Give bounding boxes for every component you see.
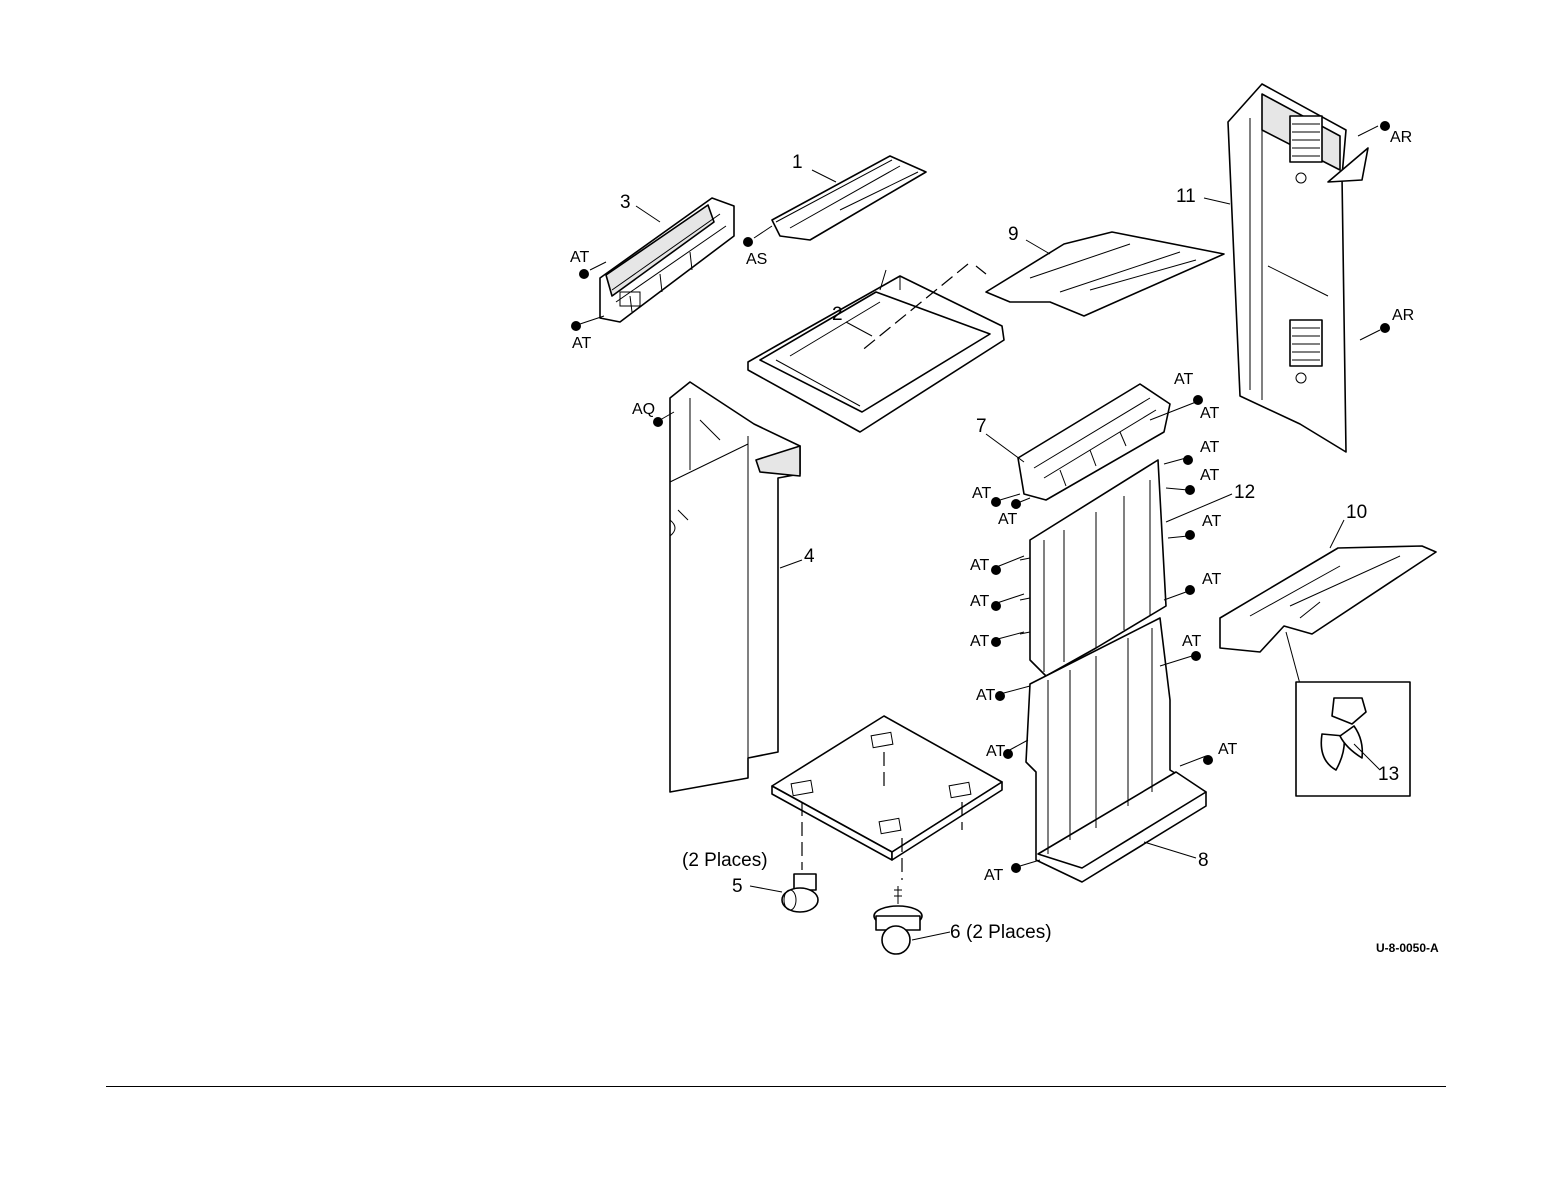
callout-5: 5 [732, 876, 743, 897]
places-note-5: (2 Places) [682, 850, 768, 871]
part-3-bracket [600, 198, 734, 322]
fastener-label-ar: AR [1392, 307, 1414, 324]
fastener-label-at: AT [998, 511, 1017, 528]
callout-2: 2 [832, 304, 843, 325]
leader-11 [1204, 198, 1230, 204]
fastener-label-at: AT [1202, 571, 1221, 588]
fastener-label-at: AT [970, 633, 989, 650]
part-5-caster [782, 874, 818, 912]
fastener-label-at: AT [972, 485, 991, 502]
callout-7: 7 [976, 416, 987, 437]
fastener-label-at: AT [1174, 371, 1193, 388]
fastener-label-at: AT [1200, 467, 1219, 484]
leader-4 [780, 560, 802, 568]
fastener-label-at: AT [1218, 741, 1237, 758]
part-9-output-tray [986, 232, 1224, 316]
part-10-output-tray [1220, 546, 1436, 652]
fastener-label-at: AT [1182, 633, 1201, 650]
fastener-label-at: AT [1202, 513, 1221, 530]
leader-10 [1330, 520, 1344, 548]
places-note-6: (2 Places) [966, 922, 1052, 943]
fastener-label-at: AT [970, 557, 989, 574]
fastener-label-at: AT [1200, 439, 1219, 456]
leader-3 [636, 206, 660, 222]
leader-12 [1166, 494, 1232, 522]
callout-13: 13 [1378, 764, 1399, 785]
fastener-label-at: AT [570, 249, 589, 266]
base-plate [772, 716, 1002, 860]
fastener-label-ar: AR [1390, 129, 1412, 146]
callout-9: 9 [1008, 224, 1019, 245]
leader-8 [1144, 842, 1196, 858]
fastener-label-at: AT [984, 867, 1003, 884]
part-11-side-panel [1228, 84, 1368, 452]
callout-3: 3 [620, 192, 631, 213]
callout-11: 11 [1176, 186, 1196, 207]
footer-rule [106, 1086, 1446, 1087]
fastener-label-at: AT [1200, 405, 1219, 422]
callout-10: 10 [1346, 502, 1367, 523]
fastener-label-aq: AQ [632, 401, 655, 418]
leader-6 [912, 932, 950, 940]
detail-leader-13 [1286, 632, 1300, 684]
callout-6: 6 [950, 922, 961, 943]
part-6-leveling-caster [874, 886, 922, 954]
fastener-label-at: AT [976, 687, 995, 704]
leader-9 [1026, 240, 1050, 254]
fastener-label-as: AS [746, 251, 767, 268]
leader-5 [750, 886, 782, 892]
fastener-label-at: AT [572, 335, 591, 352]
part-2-tray [748, 270, 1004, 432]
leader-1 [812, 170, 836, 182]
callout-8: 8 [1198, 850, 1209, 871]
fastener-label-at: AT [986, 743, 1005, 760]
fastener-label-at: AT [970, 593, 989, 610]
part-4-side-cover [670, 382, 800, 792]
figure-id: U-8-0050-A [1376, 941, 1439, 955]
callout-12: 12 [1234, 482, 1255, 503]
callout-1: 1 [792, 152, 803, 173]
callout-4: 4 [804, 546, 815, 567]
leader-7 [986, 434, 1024, 462]
